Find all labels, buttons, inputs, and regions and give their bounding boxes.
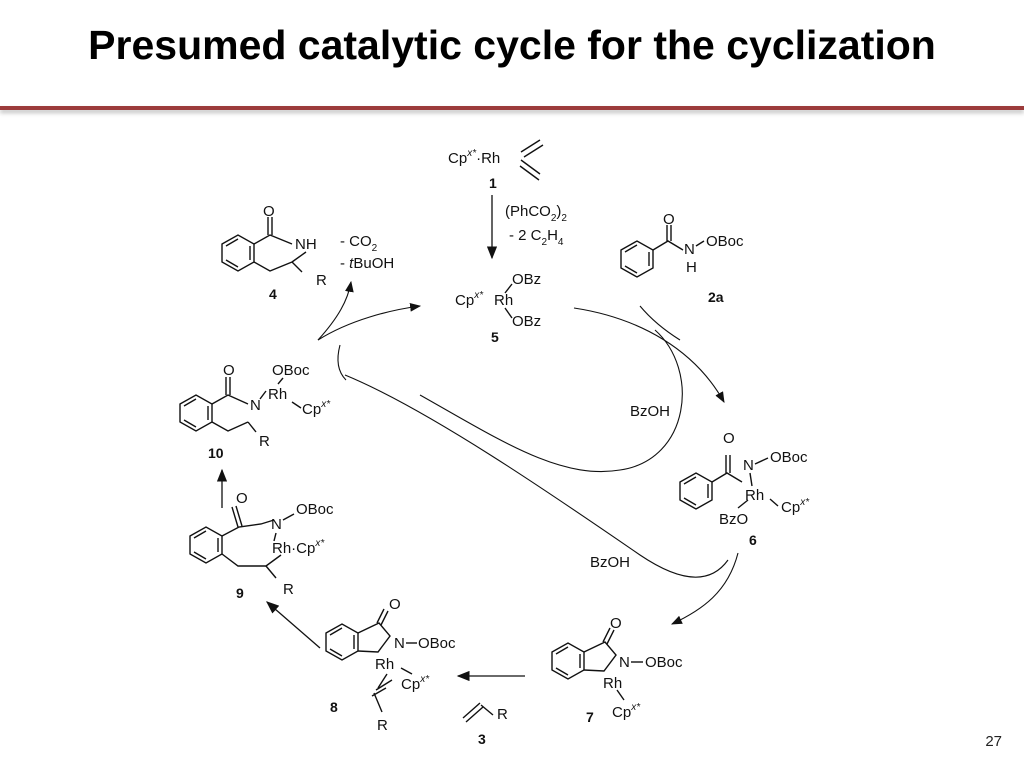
bzoh-label-2: BzOH — [590, 554, 630, 571]
svg-text:O: O — [223, 362, 235, 379]
svg-text:N: N — [271, 516, 282, 533]
svg-text:Rh: Rh — [603, 675, 622, 692]
page-number: 27 — [985, 733, 1002, 750]
arrow-5-to-6 — [573, 307, 725, 403]
svg-text:Cpx*: Cpx* — [401, 674, 430, 693]
svg-text:7: 7 — [586, 709, 594, 725]
svg-text:BzO: BzO — [719, 511, 748, 528]
svg-text:Rh: Rh — [494, 292, 513, 309]
svg-text:9: 9 — [236, 585, 244, 601]
arrow-10-to-4 — [317, 280, 354, 341]
compound-10: O N Rh OBoc Cpx* R 10 — [179, 362, 331, 461]
svg-text:N: N — [743, 457, 754, 474]
bzoh-loop-1 — [419, 329, 683, 472]
svg-text:6: 6 — [749, 532, 757, 548]
svg-text:Rh: Rh — [745, 487, 764, 504]
svg-text:4: 4 — [269, 286, 277, 302]
svg-text:- CO2: - CO2 — [340, 233, 378, 254]
activation-reagents: (PhCO2)2 - 2 C2H4 — [505, 203, 567, 248]
svg-text:5: 5 — [491, 329, 499, 345]
svg-text:(PhCO2)2: (PhCO2)2 — [505, 203, 567, 224]
svg-text:- tBuOH: - tBuOH — [340, 255, 394, 272]
compound-7: O N OBoc Rh Cpx* 7 — [551, 615, 683, 725]
svg-text:NH: NH — [295, 236, 317, 253]
svg-text:O: O — [723, 430, 735, 447]
svg-text:R: R — [316, 272, 327, 289]
svg-text:O: O — [236, 490, 248, 507]
svg-text:OBoc: OBoc — [645, 654, 683, 671]
compound-8: O N OBoc Rh Cpx* R 8 — [325, 596, 456, 734]
svg-text:N: N — [619, 654, 630, 671]
slide-title: Presumed catalytic cycle for the cycliza… — [88, 22, 936, 68]
compound-2a: O N H OBoc 2a — [620, 211, 744, 305]
compound-9: O N OBoc Rh·Cpx* R 9 — [189, 490, 334, 601]
bzoh-label-1: BzOH — [630, 403, 670, 420]
svg-text:Cpx*: Cpx* — [781, 497, 810, 516]
svg-text:R: R — [259, 433, 270, 450]
svg-text:O: O — [263, 203, 275, 220]
compound-1: Cpx*·Rh 1 — [448, 139, 544, 191]
svg-text:- 2 C2H4: - 2 C2H4 — [509, 227, 564, 248]
arrow-8-to-9 — [266, 601, 321, 649]
svg-text:O: O — [610, 615, 622, 632]
svg-text:OBz: OBz — [512, 271, 541, 288]
cycle-inner-join — [337, 344, 347, 381]
compound-3: R 3 — [462, 702, 508, 747]
svg-text:OBoc: OBoc — [418, 635, 456, 652]
svg-text:R: R — [497, 706, 508, 723]
svg-text:O: O — [389, 596, 401, 613]
svg-text:10: 10 — [208, 445, 224, 461]
svg-text:N: N — [394, 635, 405, 652]
bzoh-line-2 — [344, 374, 729, 578]
svg-text:OBoc: OBoc — [770, 449, 808, 466]
svg-text:Rh: Rh — [268, 386, 287, 403]
release-byproducts: - CO2 - tBuOH — [340, 233, 394, 272]
compound-6: O N OBoc Rh Cpx* BzO 6 — [679, 430, 810, 548]
svg-text:1: 1 — [489, 175, 497, 191]
svg-text:R: R — [283, 581, 294, 598]
compound-4: O NH R 4 — [221, 203, 327, 302]
svg-text:OBoc: OBoc — [296, 501, 334, 518]
svg-text:Cpx*: Cpx* — [612, 702, 641, 721]
svg-text:Rh: Rh — [375, 656, 394, 673]
svg-text:Cpx*: Cpx* — [455, 290, 484, 309]
svg-text:2a: 2a — [708, 289, 724, 305]
title-divider — [0, 106, 1024, 110]
arrow-10-to-5 — [317, 302, 422, 341]
svg-text:OBz: OBz — [512, 313, 541, 330]
svg-text:R: R — [377, 717, 388, 734]
svg-text:8: 8 — [330, 699, 338, 715]
svg-text:Cpx*·Rh: Cpx*·Rh — [448, 148, 500, 167]
svg-text:OBoc: OBoc — [272, 362, 310, 379]
compound-5: Cpx* Rh OBz OBz 5 — [455, 271, 541, 345]
svg-text:O: O — [663, 211, 675, 228]
svg-text:Cpx*: Cpx* — [302, 399, 331, 418]
svg-text:N: N — [250, 397, 261, 414]
svg-text:3: 3 — [478, 731, 486, 747]
svg-text:H: H — [686, 259, 697, 276]
svg-text:N: N — [684, 241, 695, 258]
svg-text:OBoc: OBoc — [706, 233, 744, 250]
arrow-2a-entry — [639, 305, 681, 341]
arrow-6-to-7 — [671, 552, 739, 625]
svg-text:Rh·Cpx*: Rh·Cpx* — [272, 538, 325, 557]
